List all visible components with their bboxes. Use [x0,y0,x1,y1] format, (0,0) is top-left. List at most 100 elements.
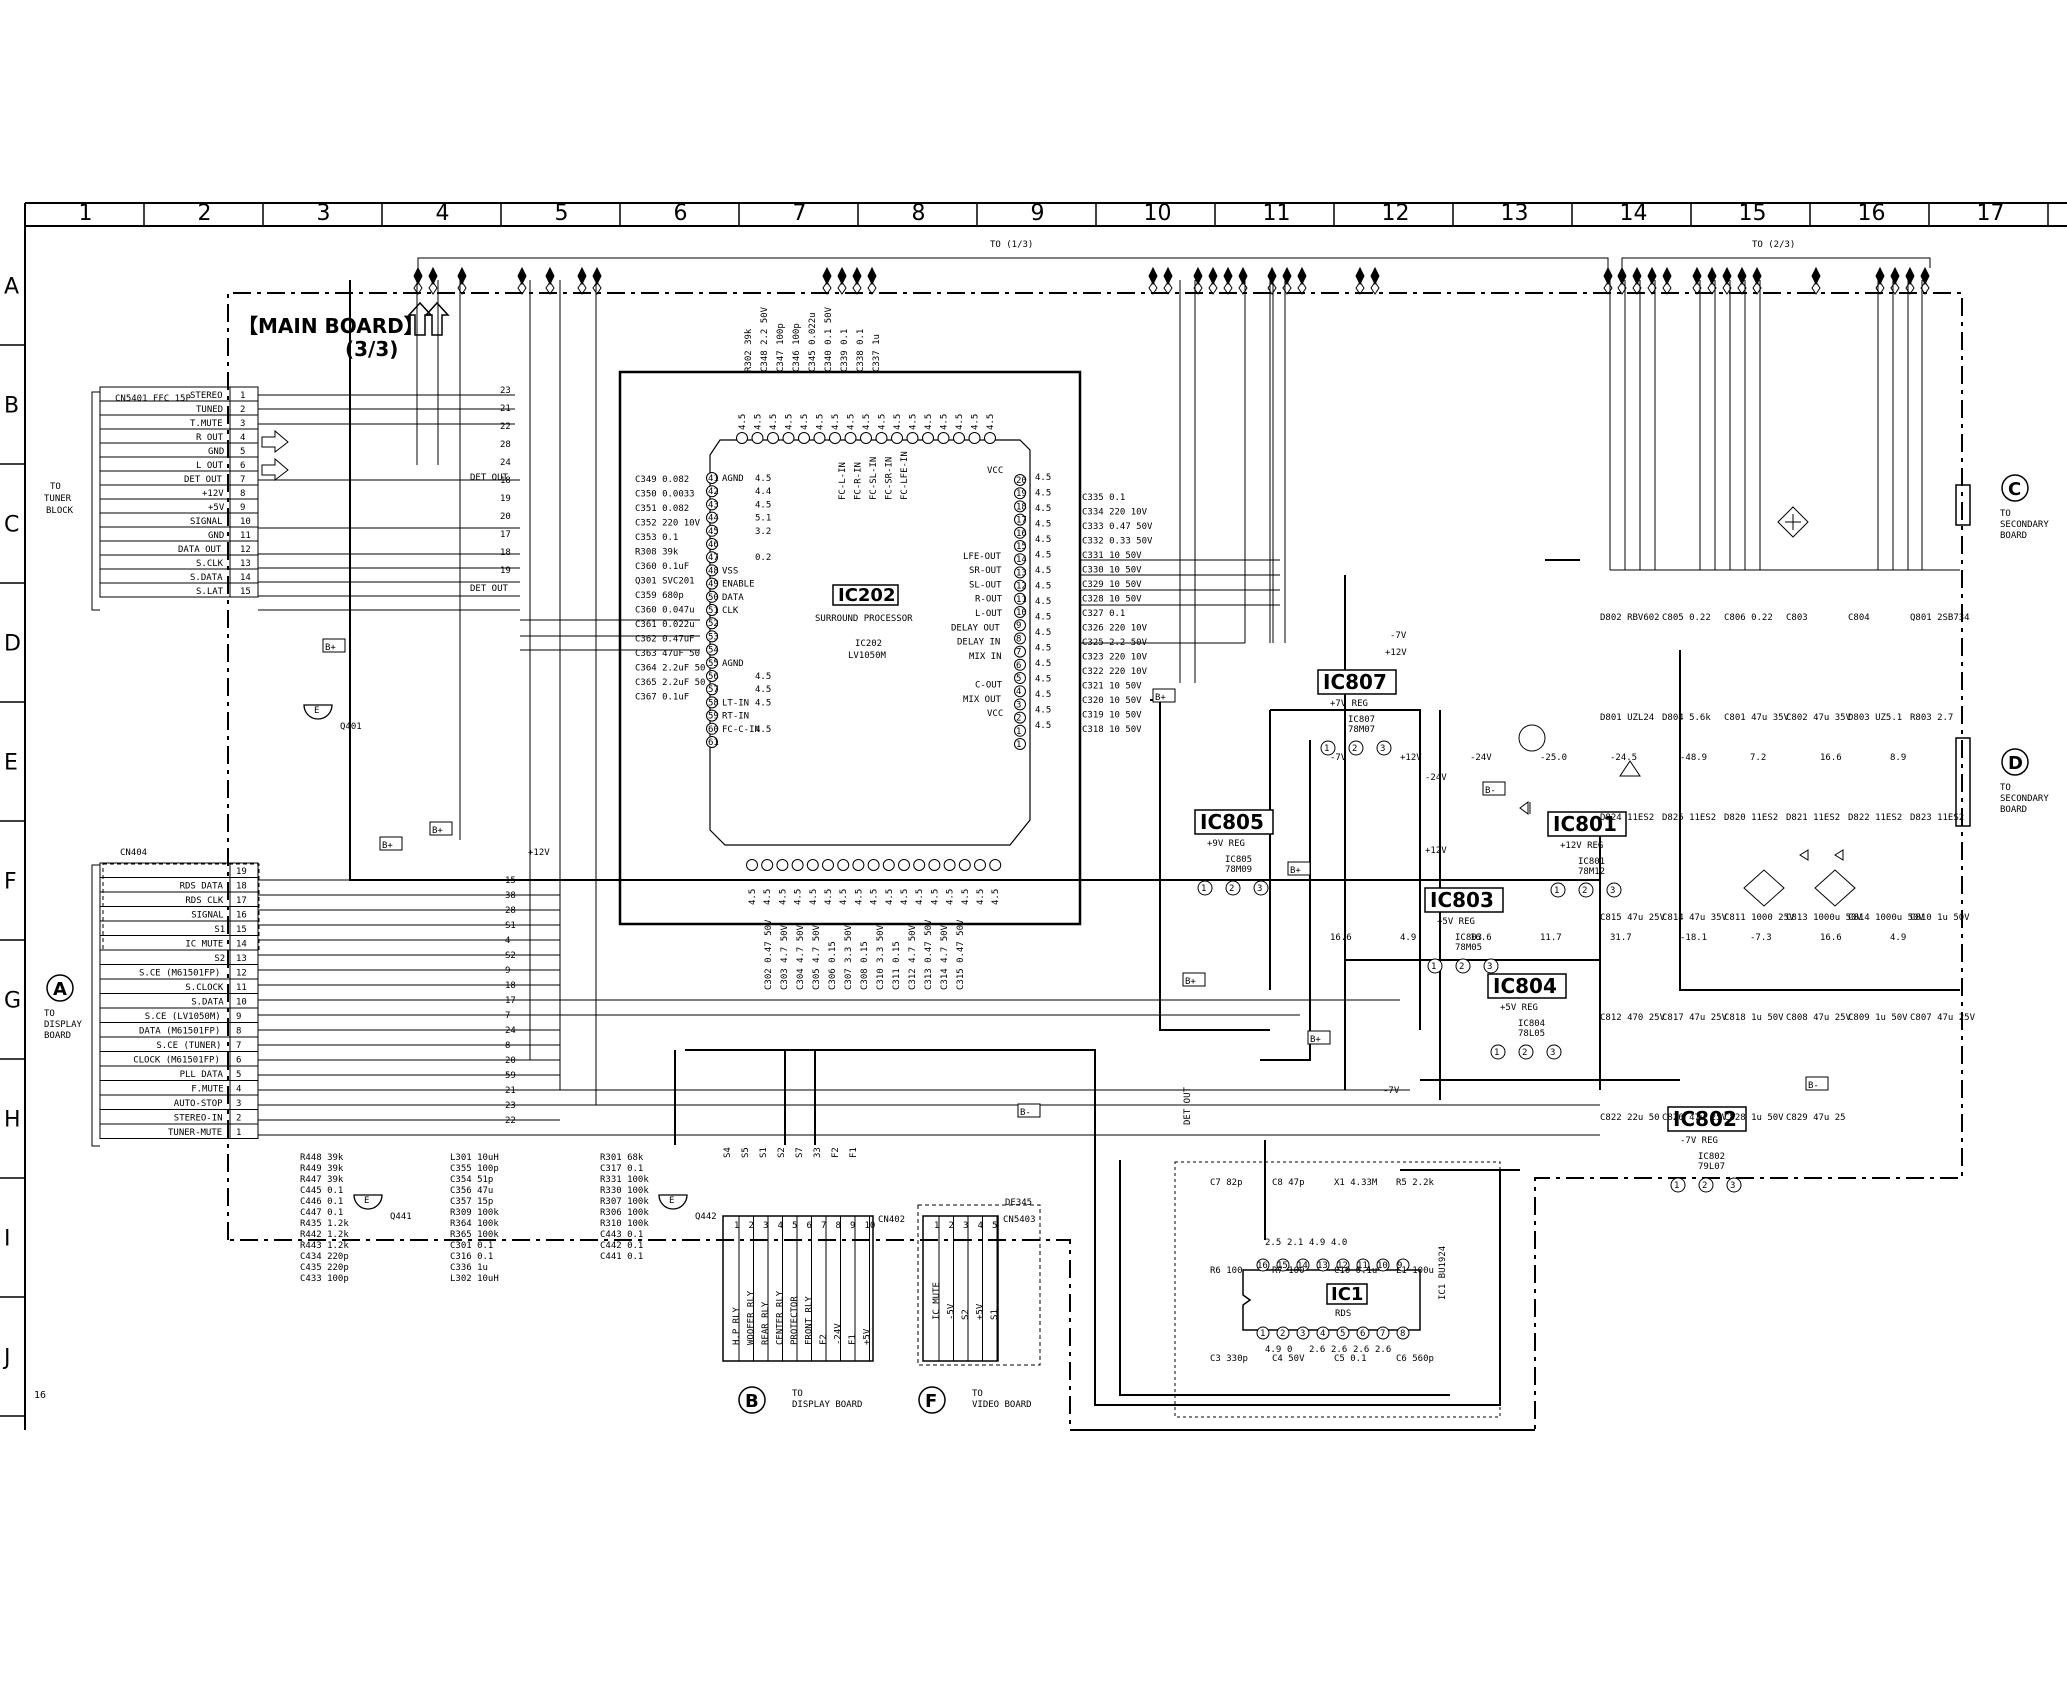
ref-circle-F [918,1386,946,1414]
grid-row-J: J [2,1346,11,1371]
ic202-bottom-volt: 4.5 [976,889,986,905]
power-component: D824 11ES2 [1600,813,1654,823]
power-component: C808 47u 25V [1786,1013,1852,1023]
grid-col-4: 4 [436,201,450,226]
power-component: C809 1u 50V [1848,1013,1908,1023]
ic202-pin-num: 52 [708,619,719,629]
cn404-pin-num: 1 [236,1128,241,1138]
component-mid: R331 100k [600,1175,649,1185]
ic202-left-volt: 4.5 [755,672,771,682]
grid-col-13: 13 [1501,201,1529,226]
power-volt: 16.6 [1820,753,1842,763]
display-net-number: S2 [505,951,516,961]
power-volt: 7.2 [1750,753,1766,763]
grid-frame [24,202,2067,1430]
grid-row-H: H [4,1108,21,1133]
power-component: C815 47u 25V [1600,913,1666,923]
component-mid: R364 100k [450,1219,499,1229]
power-volt: -7.3 [1750,933,1772,943]
rail-bminus: B- [1808,1081,1819,1091]
cn404-pin-name: S.DATA [191,998,224,1008]
bus-node-cap [1282,266,1292,286]
component-left: C352 220 10V [635,519,701,529]
power-volt: +12V [1400,753,1422,763]
cn402-net-label: S4 [723,1147,733,1158]
probe-icon [658,1194,688,1210]
cn404-pin-num: 8 [236,1027,241,1037]
bus-node-cap [867,266,877,286]
ref-text-F: TO [972,1389,983,1399]
grid-col-3: 3 [317,201,331,226]
ic202-bottom-volt: 4.5 [839,889,849,905]
ic202-pin-num: 7 [1016,648,1021,658]
component-right: C332 0.33 50V [1082,537,1153,547]
ic802-pin [1698,1177,1714,1193]
cn402-pin-name: PROTECTOR [790,1296,800,1345]
bus-node-cap [1163,266,1173,286]
component-right: C329 10 50V [1082,580,1142,590]
ic202-pin [1014,500,1026,513]
arrow-up-icon [407,301,450,336]
bus-node-cap [413,266,423,286]
cn404-pin-num: 10 [236,998,247,1008]
probe-label-q442: Q442 [695,1212,717,1222]
cn5401-pin-num: 13 [240,559,251,569]
ic202-pin-num: 1 [1016,727,1021,737]
ic202-pin-num: 57 [708,685,719,695]
power-component: D801 UZL24 [1600,713,1654,723]
ic1-pin [1296,1258,1310,1272]
ic202-pin [813,432,826,444]
ic202-pin [706,617,718,630]
ic202-pin [706,590,718,603]
ic202-bottom-volt: 4.5 [854,889,864,905]
bus-node-cap [1737,266,1747,286]
tuner-net-number: 22 [500,422,511,432]
ic202-pin [1014,566,1026,579]
ic202-pin-num: 58 [708,698,719,708]
ic202-pin-num: 19 [1016,489,1027,499]
ic202-part-2: LV1050M [848,651,887,661]
ic202-pin-num: 20 [1016,476,1027,486]
bus-bracket-2-3 [1621,257,1931,268]
ic202-right-pin-label: C-OUT [975,681,1003,691]
ic202-bottom-volt: 4.5 [870,889,880,905]
ic1-component: R6 100 [1210,1266,1243,1276]
ic801-box [1547,811,1627,837]
ic202-left-volt: 4.5 [755,474,771,484]
bus-node-cap [1920,266,1930,286]
ic202-left-volt: 4.5 [755,685,771,695]
ref-letter-F: F [925,1391,937,1412]
ic202-top-volt: 4.5 [940,414,950,430]
tuner-net-number: 19 [500,494,511,504]
ic202-pin [1014,658,1026,671]
ic802-box [1667,1106,1747,1132]
component-mid: R365 100k [450,1230,499,1240]
cn404-pin-name: F.MUTE [191,1085,224,1095]
ic202-top-pin-label: FC-SR-IN [885,457,895,500]
ic202-pin [974,859,986,871]
grid-col-12: 12 [1382,201,1410,226]
ic202-pin [706,524,718,537]
bplus-tag [1152,688,1176,703]
ic202-left-pin-label: RT-IN [722,712,749,722]
power-volt: 11.7 [1540,933,1562,943]
component-left: C360 0.1uF [635,562,689,572]
ic803-name: IC803 [1430,888,1494,912]
ic202-pin [706,736,718,748]
ic202-bottom-volt: 4.5 [991,889,1001,905]
power-component: C814 47u 35V [1662,913,1728,923]
ic805-pin-num: 3 [1257,884,1262,894]
component-bottom: C302 0.47 50V [764,919,774,990]
component-mid: R442 1.2k [300,1230,349,1240]
ic1-component: C3 330p [1210,1354,1248,1364]
ic202-pin-num: 50 [708,593,719,603]
ref-text-C: TO [2000,509,2011,519]
cn404-pin-num-cell [229,1094,259,1110]
ic1-rds-section: IC1 RDS IC1 BU1924 161152143134125116107… [1174,1161,1501,1418]
bus-node-cap [1752,266,1762,286]
